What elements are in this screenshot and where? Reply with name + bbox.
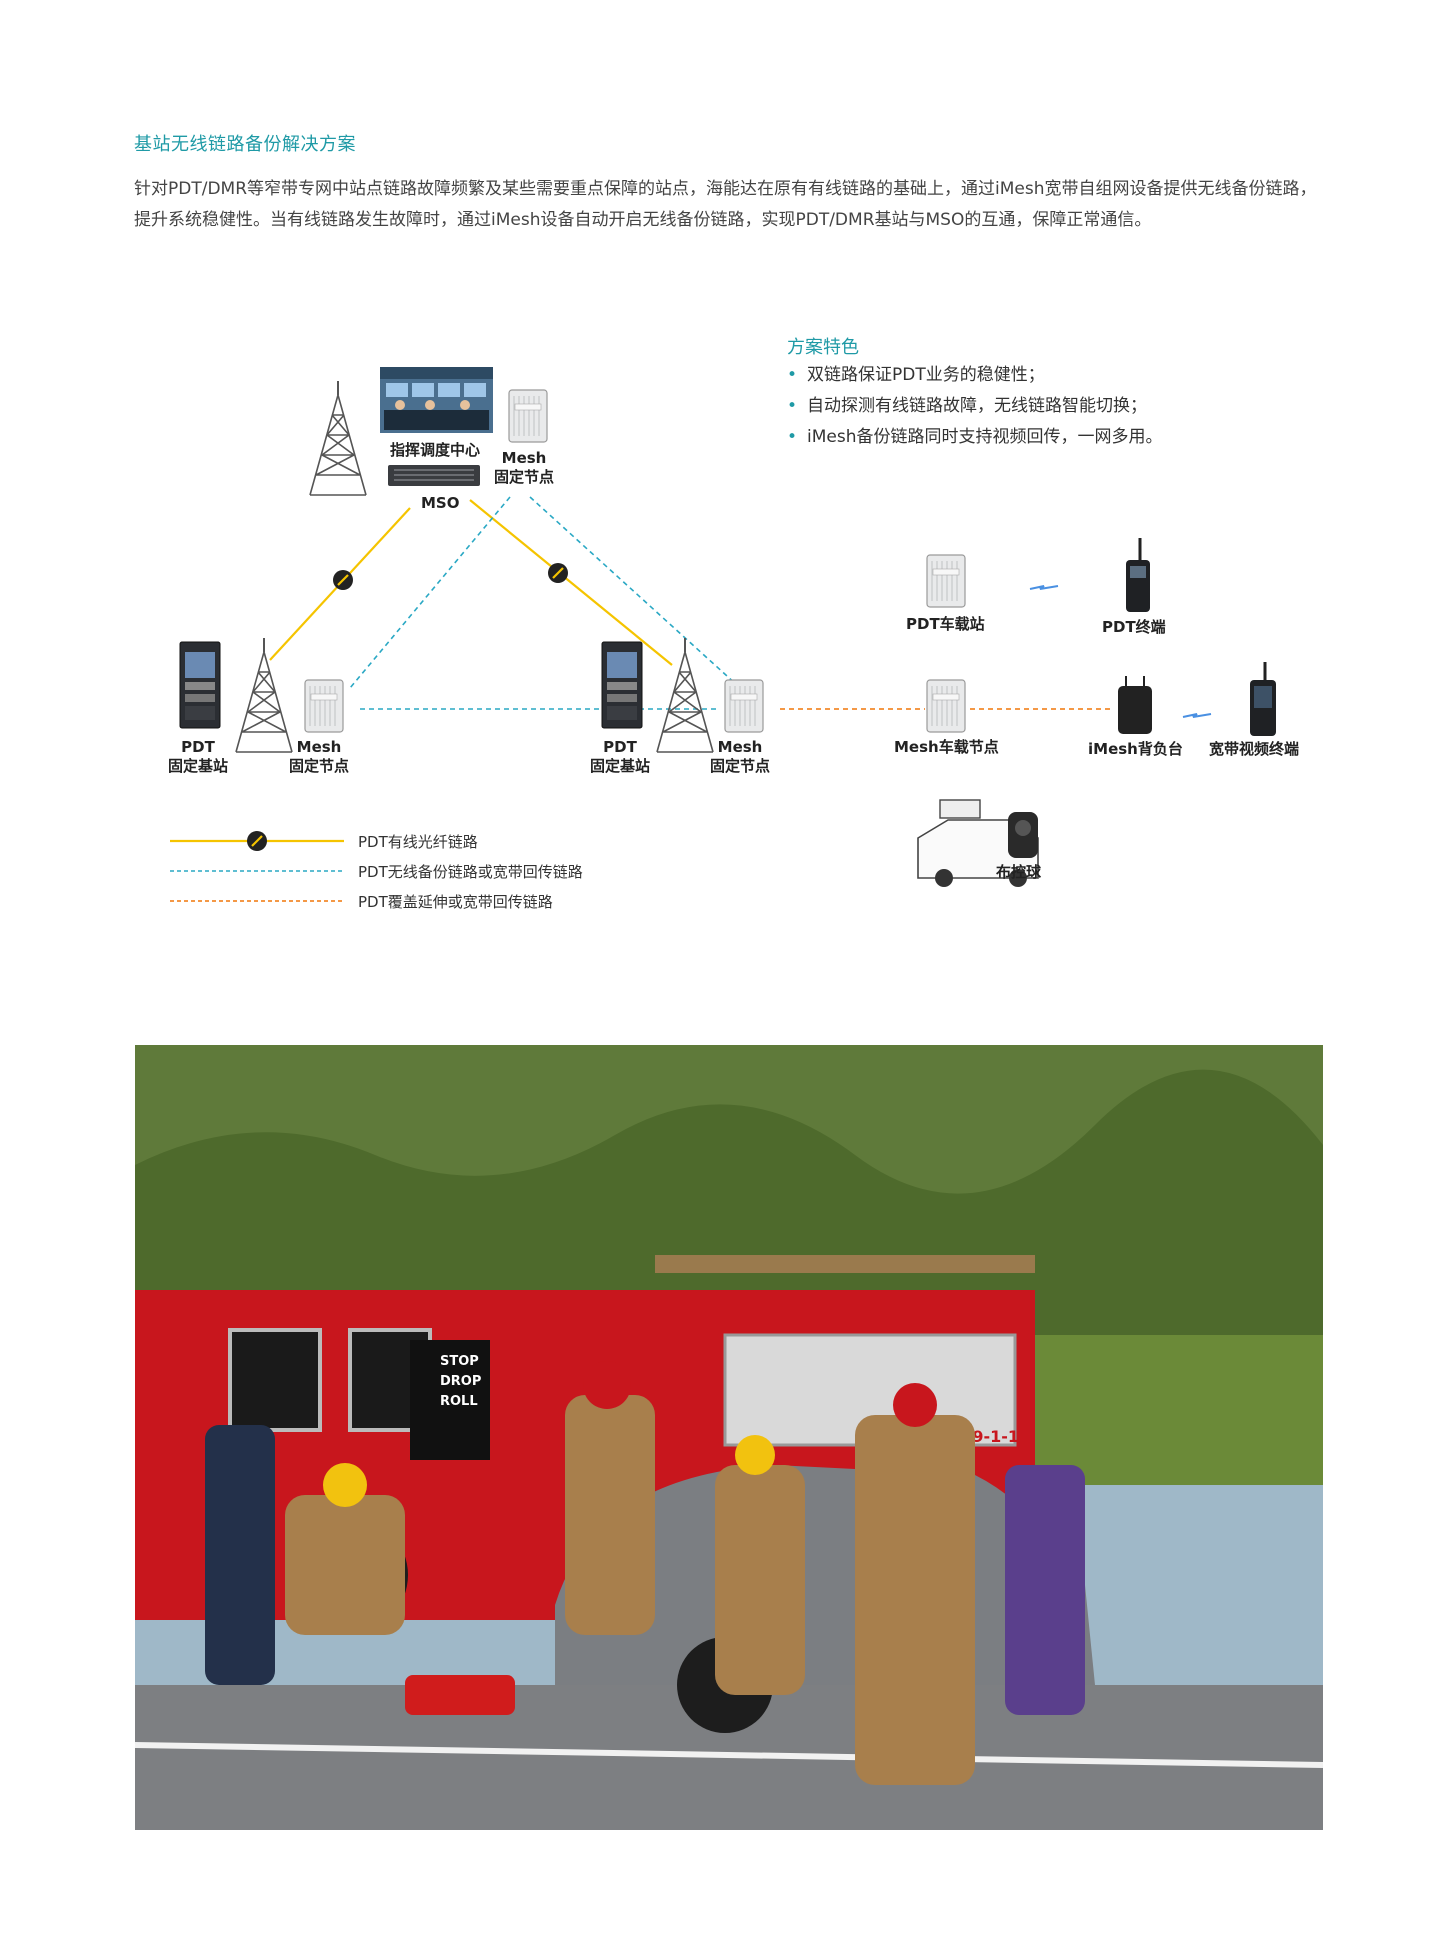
medical-bag <box>405 1675 515 1715</box>
video-terminal-label: 宽带视频终端 <box>1209 740 1300 758</box>
base-station-rack-icon <box>179 641 221 729</box>
base-station-rack-icon <box>601 641 643 729</box>
video-terminal-icon <box>1250 662 1276 736</box>
sign-text-roll: ROLL <box>440 1394 478 1409</box>
breaker-icon <box>331 568 355 592</box>
legend-extension: PDT覆盖延伸或宽带回传链路 <box>358 893 553 911</box>
sign-text-stop: STOP <box>440 1354 479 1369</box>
breaker-icon <box>546 561 570 585</box>
mesh-node-icon <box>508 389 548 443</box>
vehicle-station-icon <box>926 554 966 608</box>
features-title: 方案特色 <box>787 337 859 358</box>
feature-item: •自动探测有线链路故障，无线链路智能切换； <box>787 396 1148 416</box>
pdt-terminal-icon <box>1126 538 1150 612</box>
wireless-signal-icons <box>1029 585 1212 718</box>
mso-label: MSO <box>421 494 460 512</box>
mesh-node-icon <box>724 679 764 733</box>
sign-text-drop: DROP <box>440 1374 481 1389</box>
legend-swatches <box>170 829 344 902</box>
dome-camera-label: 布控球 <box>996 863 1042 881</box>
command-center-label: 指挥调度中心 <box>390 441 481 459</box>
command-center-image <box>380 367 493 433</box>
intro-paragraph: 针对PDT/DMR等窄带专网中站点链路故障频繁及某些需要重点保障的站点，海能达在… <box>134 179 1317 230</box>
mesh-node-icon <box>304 679 344 733</box>
legend-wireless-backup: PDT无线备份链路或宽带回传链路 <box>358 863 583 881</box>
feature-item: •双链路保证PDT业务的稳健性； <box>787 365 1045 385</box>
backpack-icon <box>1118 676 1152 734</box>
mesh-vehicle-node-label: Mesh车载节点 <box>894 738 999 756</box>
bystander <box>1005 1465 1085 1715</box>
features-list: •双链路保证PDT业务的稳健性； •自动探测有线链路故障，无线链路智能切换； •… <box>787 360 1163 453</box>
pdt-terminal-label: PDT终端 <box>1102 618 1166 636</box>
feature-item: •iMesh备份链路同时支持视频回传，一网多用。 <box>787 427 1163 447</box>
wireless-backup-links <box>349 496 739 710</box>
dome-camera-icon <box>1008 812 1038 858</box>
bullet-icon: • <box>787 427 798 447</box>
bullet-icon: • <box>787 365 798 385</box>
section-title: 基站无线链路备份解决方案 <box>134 134 356 155</box>
mesh-vehicle-node-icon <box>926 679 966 733</box>
mso-device-icon <box>388 465 480 486</box>
wired-fiber-links <box>269 499 673 666</box>
bullet-icon: • <box>787 396 798 416</box>
backpack-label: iMesh背负台 <box>1088 740 1183 758</box>
accident-scene-photo: STOP DROP ROLL DIAL 9-1-1 <box>135 1045 1323 1830</box>
vehicle-station-label: PDT车载站 <box>906 615 985 633</box>
bystander <box>205 1425 275 1685</box>
network-diagram <box>170 367 1276 902</box>
legend-wired: PDT有线光纤链路 <box>358 833 478 851</box>
firefighters <box>285 1361 975 1785</box>
tower-icon <box>309 380 367 496</box>
tower-icon <box>235 637 293 753</box>
